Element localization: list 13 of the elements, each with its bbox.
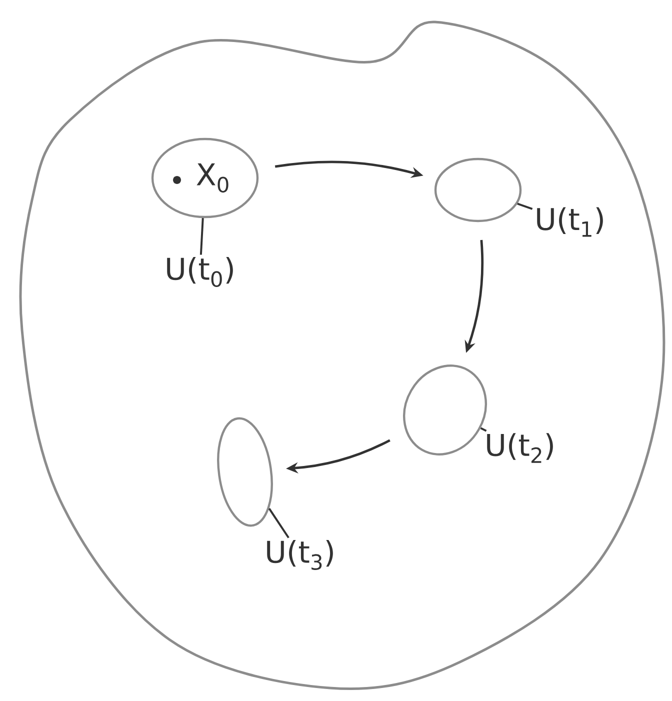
blob-outline	[434, 158, 522, 222]
blob-outline	[217, 417, 273, 527]
blob-outline: X$_{0}$	[151, 138, 259, 218]
leader-line	[517, 202, 533, 210]
blob-outline	[403, 364, 487, 456]
set-label: U(t$_{0}$)	[167, 256, 233, 288]
set-label: U(t$_{2}$)	[487, 433, 553, 463]
leader-line	[480, 427, 487, 432]
set-label: U(t$_{1}$)	[537, 207, 603, 237]
blob-outline	[19, 20, 666, 690]
leader-line	[200, 218, 204, 255]
set-label: U(t$_{3}$)	[267, 540, 333, 570]
leader-line	[268, 508, 290, 538]
